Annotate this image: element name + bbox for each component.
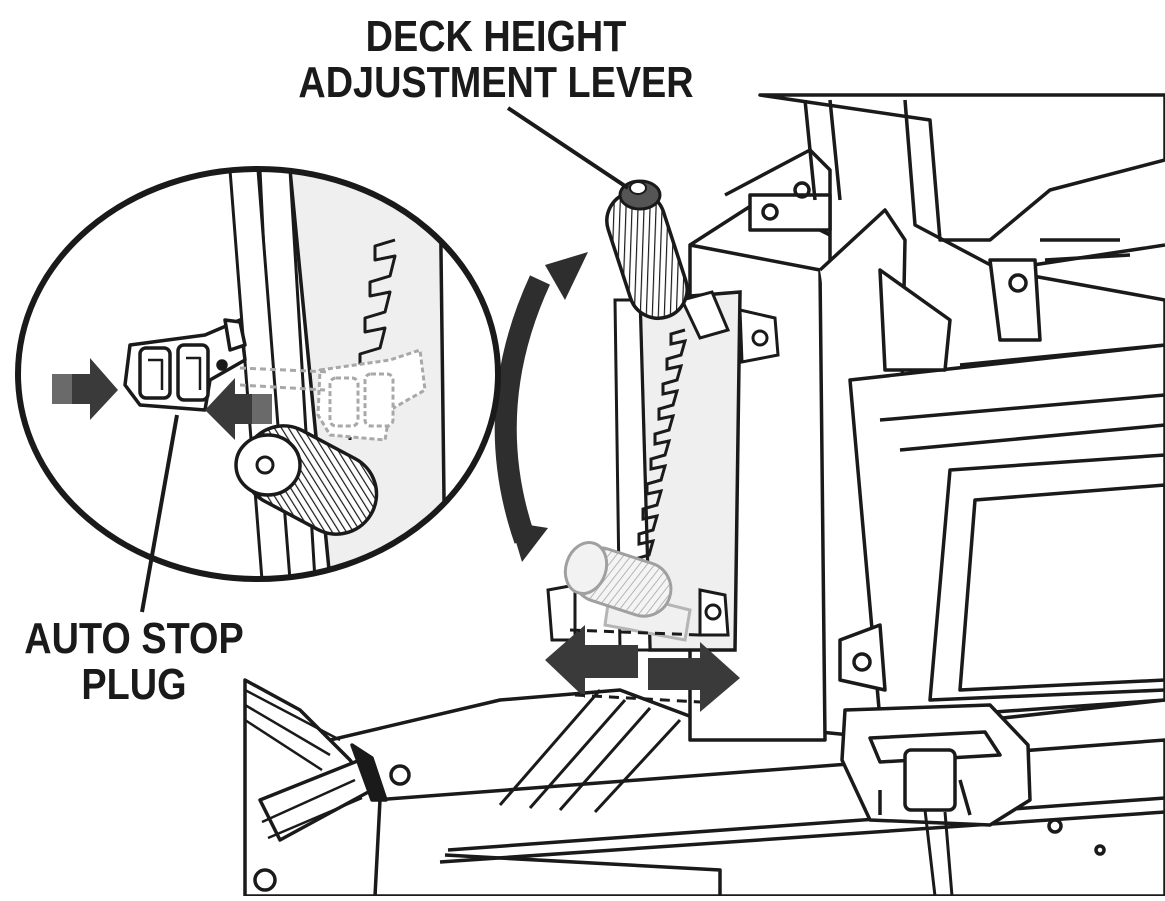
mower-body (243, 93, 1165, 898)
auto-stop-plug-ghost (239, 348, 427, 442)
lever-lowered-ghost (563, 541, 692, 642)
deck-height-label-line2: ADJUSTMENT LEVER (298, 58, 694, 107)
auto-stop-label-line1: AUTO STOP (24, 614, 244, 663)
insert-arrows-icon (52, 358, 272, 440)
auto-stop-label-line2: PLUG (81, 660, 187, 709)
right-handle-unit (840, 703, 1032, 897)
deck-height-lever-label: DECK HEIGHT ADJUSTMENT LEVER (281, 14, 711, 106)
rotation-arrow-icon (494, 252, 588, 562)
auto-stop-plug-label: AUTO STOP PLUG (19, 616, 249, 708)
auto-stop-plug (123, 318, 247, 412)
deck-height-lever (605, 179, 731, 340)
slide-arrows-icon (545, 625, 740, 712)
leader-lines (140, 106, 630, 613)
deck-height-label-line1: DECK HEIGHT (365, 12, 627, 61)
